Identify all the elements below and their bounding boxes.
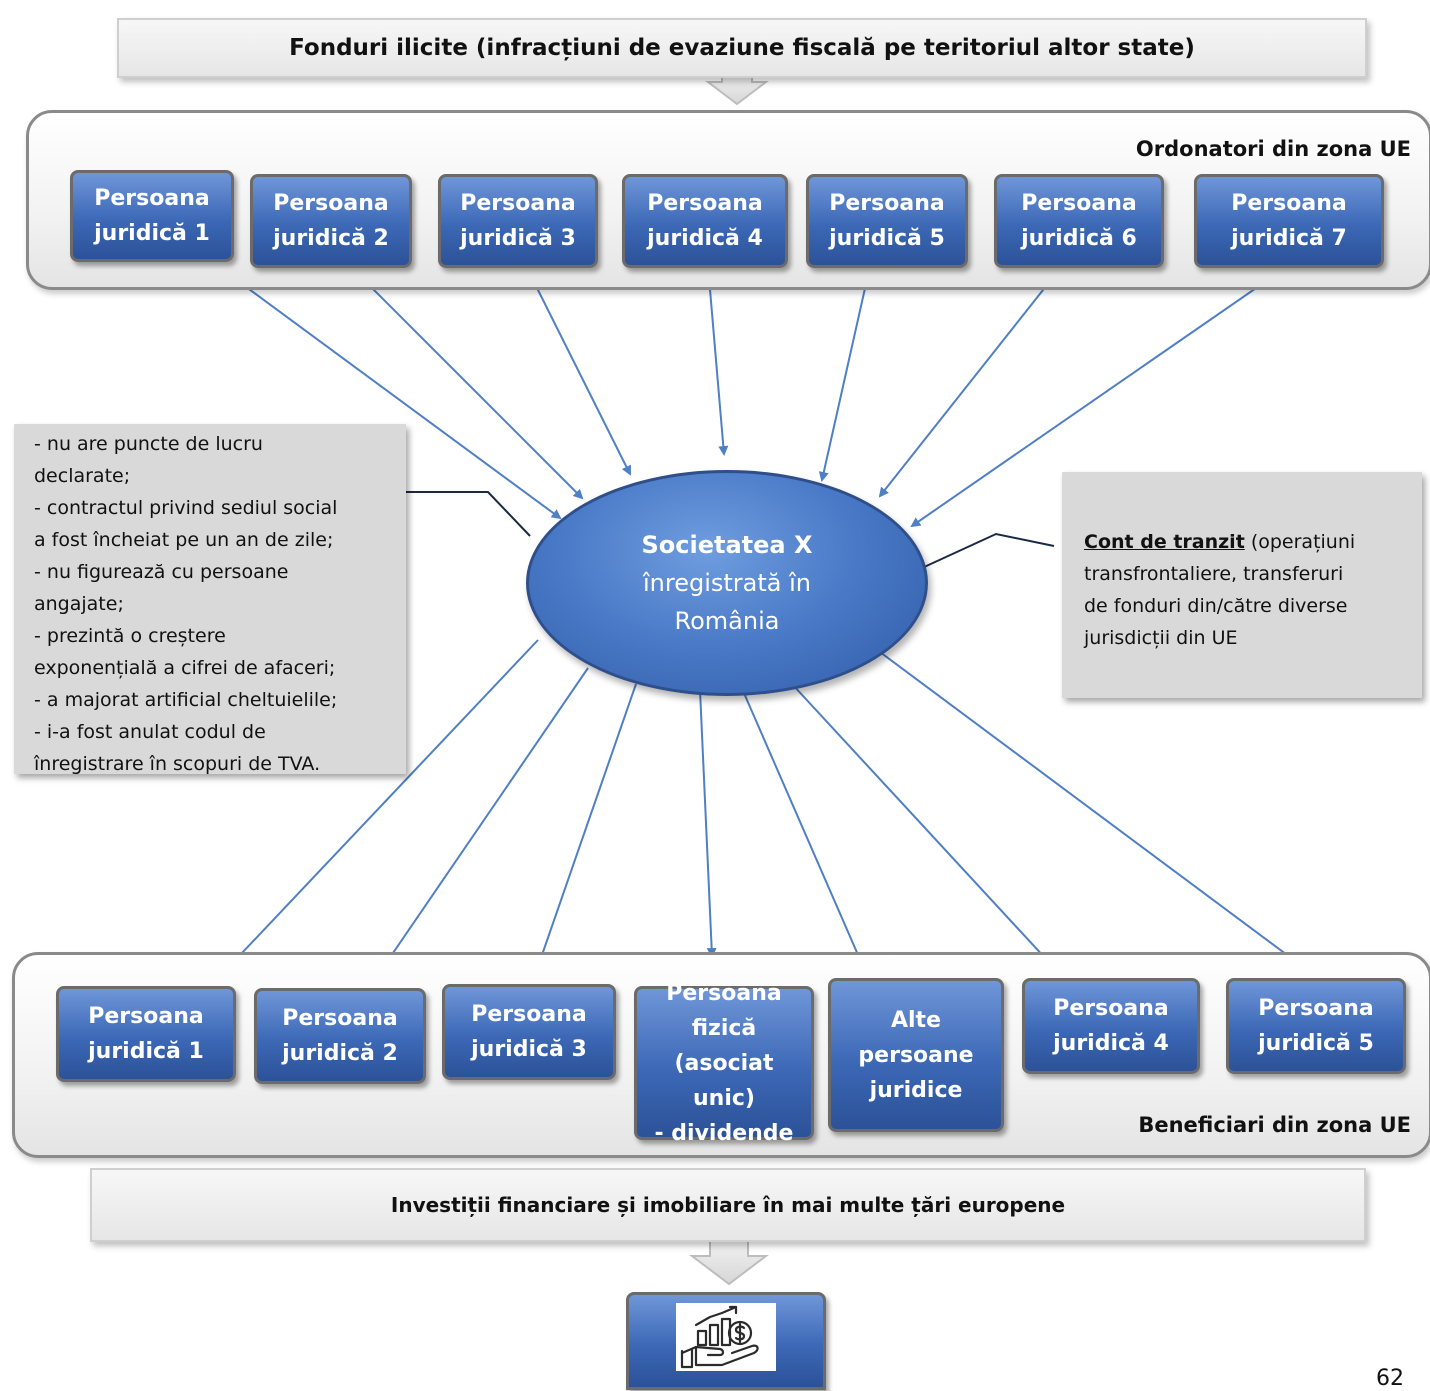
top-zone-label: Ordonatori din zona UE [1135,137,1411,161]
left-note-line: - i-a fost anulat codul de [34,721,266,743]
top-banner: Fonduri ilicite (infracțiuni de evaziune… [117,18,1367,78]
arrow-top-4 [707,265,729,456]
arrow-bottom-1 [222,639,539,974]
page-number: 62 [1376,1366,1404,1391]
center-line3: România [674,607,780,635]
arrow-top-6 [878,265,1063,498]
arrow-bottom-5 [739,683,864,966]
left-note-line: - contractul privind sediul social [34,497,338,519]
bottom-down-arrow [689,1237,769,1286]
arrow-bottom-6 [791,683,1060,974]
left-characteristics-note: - nu are puncte de lucru declarate; - co… [14,424,406,775]
bottom-banner: Investiții financiare și imobiliare în m… [90,1168,1366,1242]
right-note-connector [921,532,1055,569]
arrow-bottom-2 [378,667,589,974]
arrow-bottom-4 [699,689,717,958]
left-note-line: exponențială a cifrei de afaceri; [34,657,336,679]
left-note-line: - nu figurează cu persoane [34,561,289,583]
left-note-line: - a majorat artificial cheltuielile; [34,689,338,711]
arrow-bottom-3 [531,683,637,980]
arrow-bottom-7 [879,651,1312,974]
center-line2: înregistrată în [643,569,811,597]
arrow-top-2 [349,265,584,500]
hand-money-growth-icon [676,1303,776,1371]
arrow-top-7 [910,265,1289,528]
left-note-line: a fost încheiat pe un an de zile; [34,529,334,551]
left-note-line: - nu are puncte de lucru [34,433,263,455]
arrow-top-3 [525,265,631,476]
center-title: Societatea X [641,531,813,559]
arrow-top-5 [818,265,871,482]
arrow-top-1 [203,255,562,520]
left-note-line: - prezintă o creștere [34,625,226,647]
left-note-line: înregistrare în scopuri de TVA. [34,753,321,775]
left-note-line: declarate; [34,465,131,487]
investment-icon-box [626,1292,826,1390]
left-note-connector [406,491,531,537]
right-transit-account-note: Cont de tranzit (operațiuni transfrontal… [1062,472,1422,698]
left-note-line: angajate; [34,593,124,615]
central-company-ellipse: Societatea X înregistrată în România [526,470,928,696]
bottom-zone-label: Beneficiari din zona UE [1138,1113,1411,1137]
transit-account-label: Cont de tranzit [1084,531,1245,553]
